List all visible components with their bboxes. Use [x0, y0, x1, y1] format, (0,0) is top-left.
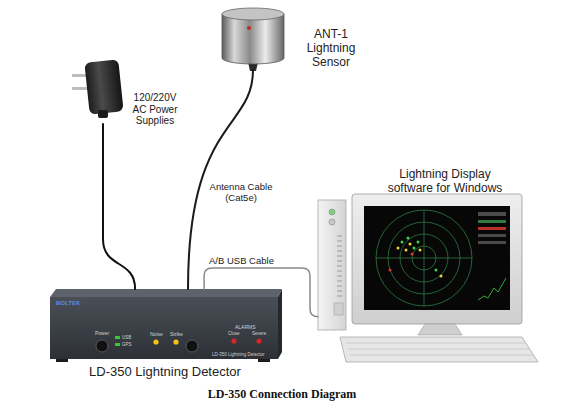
device-node: ANT-1 Lightning Sensor — [222, 6, 284, 70]
panel-label: USB — [122, 335, 131, 341]
device-label: LD-350 Lightning Detector — [50, 364, 280, 379]
detector-foot — [56, 359, 68, 362]
monitor-screen — [364, 206, 510, 310]
screen-panel — [478, 212, 506, 300]
cable-label: Antenna Cable (Cat5e) — [206, 181, 276, 203]
radar-rings — [376, 210, 472, 306]
adapter-strain-relief — [98, 110, 108, 118]
power-button — [96, 340, 108, 352]
detector-top — [50, 289, 282, 297]
noise-led — [153, 339, 158, 344]
device-label: ANT-1 Lightning Sensor — [298, 27, 364, 69]
panel-label: Close — [228, 331, 240, 337]
device-label: Lightning Display software for Windows — [380, 167, 510, 195]
panel-label: Noise — [150, 331, 163, 337]
keyboard — [340, 337, 538, 362]
strike-led — [173, 339, 178, 344]
detector-front — [50, 297, 278, 359]
computer — [318, 194, 538, 362]
tower-led — [329, 209, 335, 215]
alarm-led — [256, 338, 261, 343]
tower-button — [329, 219, 335, 225]
cable — [103, 124, 135, 289]
monitor-stand — [418, 324, 462, 335]
detector-side — [278, 289, 282, 359]
tower-vent — [337, 236, 342, 296]
device-node: 120/220V AC Power Supplies — [70, 58, 125, 124]
adapter-body — [84, 59, 123, 114]
panel-label: LD-350 Lightning Detector — [212, 352, 265, 358]
panel-label: Severe — [252, 331, 266, 337]
sensor-body — [222, 14, 284, 64]
panel-label: Strike — [170, 331, 183, 337]
monitor-bezel — [352, 194, 522, 324]
device-label: 120/220V AC Power Supplies — [129, 92, 181, 127]
tower-case — [318, 200, 346, 330]
sensor-dot — [247, 26, 251, 30]
panel-label: BOLTEK — [56, 300, 80, 307]
status-led — [115, 336, 120, 339]
keyboard-rows — [346, 343, 534, 355]
cable — [204, 268, 318, 317]
panel-label: ALARMS — [235, 324, 256, 330]
alarm-led — [231, 338, 236, 343]
power-adapter — [72, 59, 124, 118]
panel-label: GPS — [122, 342, 132, 348]
strike-dots — [389, 237, 443, 278]
detector-box — [50, 289, 282, 362]
sensor-cylinder — [222, 8, 284, 71]
sensor-top — [222, 8, 284, 20]
panel-label: Power — [95, 330, 109, 336]
figure-caption: LD-350 Connection Diagram — [0, 387, 564, 402]
status-led — [115, 343, 120, 346]
reset-button — [186, 340, 198, 352]
detector-foot — [258, 359, 270, 362]
cable-label: A/B USB Cable — [209, 255, 274, 266]
device-node: Lightning Display software for Windows — [318, 194, 538, 362]
tower-port — [334, 303, 343, 315]
